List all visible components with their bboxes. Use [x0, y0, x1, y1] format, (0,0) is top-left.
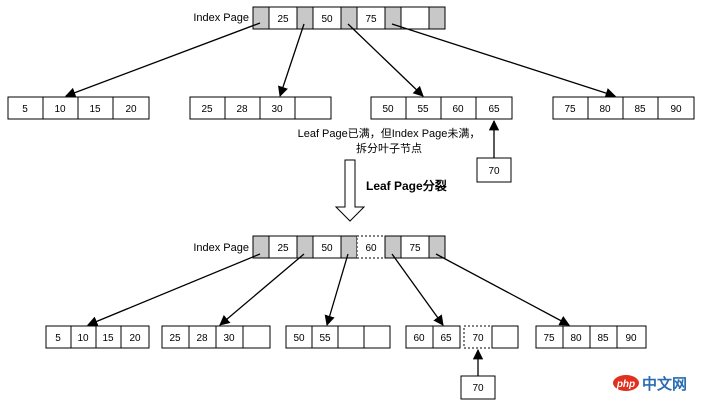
leaf-key: 25: [169, 333, 181, 344]
leaf-key: 75: [543, 333, 555, 344]
bottom-leaf-page: 75 80 85 90: [535, 325, 647, 349]
leaf-key: 25: [201, 104, 213, 115]
pointer-arrow: [87, 253, 261, 327]
split-note-line2: 拆分叶子节点: [356, 141, 422, 155]
leaf-key: 5: [55, 333, 61, 344]
leaf-key-inserted: 70: [472, 333, 484, 344]
pointer-arrow: [391, 253, 444, 326]
watermark-text: 中文网: [642, 375, 687, 393]
new-index-key-slot: [356, 235, 386, 259]
split-transition-arrow: [334, 159, 366, 222]
leaf-key: 20: [125, 104, 137, 115]
bottom-index-key: 75: [409, 243, 421, 254]
pointer-arrow: [278, 23, 305, 97]
top-leaf-page: 25 28 30: [189, 96, 332, 120]
leaf-key: 85: [634, 104, 646, 115]
top-index-page: 25 50 75: [252, 6, 446, 30]
top-leaf-page: 75 80 85 90: [552, 96, 695, 120]
split-note-line1: Leaf Page已满，但Index Page未满，: [298, 127, 481, 140]
bottom-leaf-page: 5 10 15 20: [45, 325, 150, 349]
leaf-key: 90: [625, 333, 637, 344]
php-logo: [613, 375, 639, 391]
leaf-key: 60: [452, 104, 464, 115]
top-index-key: 50: [321, 14, 333, 25]
php-cn-watermark: php 中文网: [613, 375, 687, 393]
top-index-page-label: Index Page: [193, 12, 249, 24]
transition-label: Leaf Page分裂: [366, 178, 447, 193]
bottom-index-key-new: 60: [365, 243, 377, 254]
leaf-key: 65: [440, 333, 452, 344]
leaf-key: 90: [670, 104, 682, 115]
bottom-index-page: 25 50 60 75: [252, 235, 446, 259]
leaf-key: 85: [597, 333, 609, 344]
leaf-key: 5: [22, 104, 28, 115]
pointer-arrow: [391, 23, 616, 99]
php-logo-text: php: [616, 379, 635, 390]
top-leaf-page: 5 10 15 20: [7, 96, 150, 120]
leaf-key: 80: [599, 104, 611, 115]
leaf-key: 10: [54, 104, 66, 115]
insert-key-box: [460, 375, 496, 400]
leaf-key: 15: [89, 104, 101, 115]
leaf-key: 30: [271, 104, 283, 115]
leaf-key: 65: [488, 104, 500, 115]
leaf-key: 28: [236, 104, 248, 115]
leaf-key: 50: [293, 333, 305, 344]
leaf-key: 15: [102, 333, 114, 344]
bottom-index-key: 50: [321, 243, 333, 254]
bottom-leaf-page: 25 28 30: [161, 325, 271, 349]
leaf-key: 28: [196, 333, 208, 344]
bottom-index-key: 25: [277, 243, 289, 254]
pointer-arrow: [219, 253, 305, 326]
bottom-leaf-page-split-right: 60 65 70: [405, 325, 519, 349]
pointer-arrow: [324, 253, 349, 326]
leaf-key: 50: [382, 104, 394, 115]
inserted-key-slot: [463, 325, 493, 349]
top-index-key: 25: [277, 14, 289, 25]
leaf-key: 55: [417, 104, 429, 115]
leaf-key: 10: [77, 333, 89, 344]
leaf-key: 80: [570, 333, 582, 344]
insert-key: 70: [472, 383, 484, 394]
leaf-key: 60: [413, 333, 425, 344]
insert-key: 70: [488, 166, 500, 177]
pointer-arrow: [435, 253, 570, 326]
top-index-key: 75: [365, 14, 377, 25]
insert-key-box: [476, 157, 512, 183]
leaf-key: 75: [564, 104, 576, 115]
pointer-arrow: [347, 23, 424, 97]
leaf-key: 30: [223, 333, 235, 344]
top-leaf-page-full: 50 55 60 65: [370, 96, 513, 120]
leaf-key: 20: [129, 333, 141, 344]
bottom-index-page-label: Index Page: [193, 242, 249, 254]
pointer-arrow: [65, 22, 261, 98]
leaf-key: 55: [319, 333, 331, 344]
bottom-leaf-page-split-left: 50 55: [285, 325, 391, 349]
